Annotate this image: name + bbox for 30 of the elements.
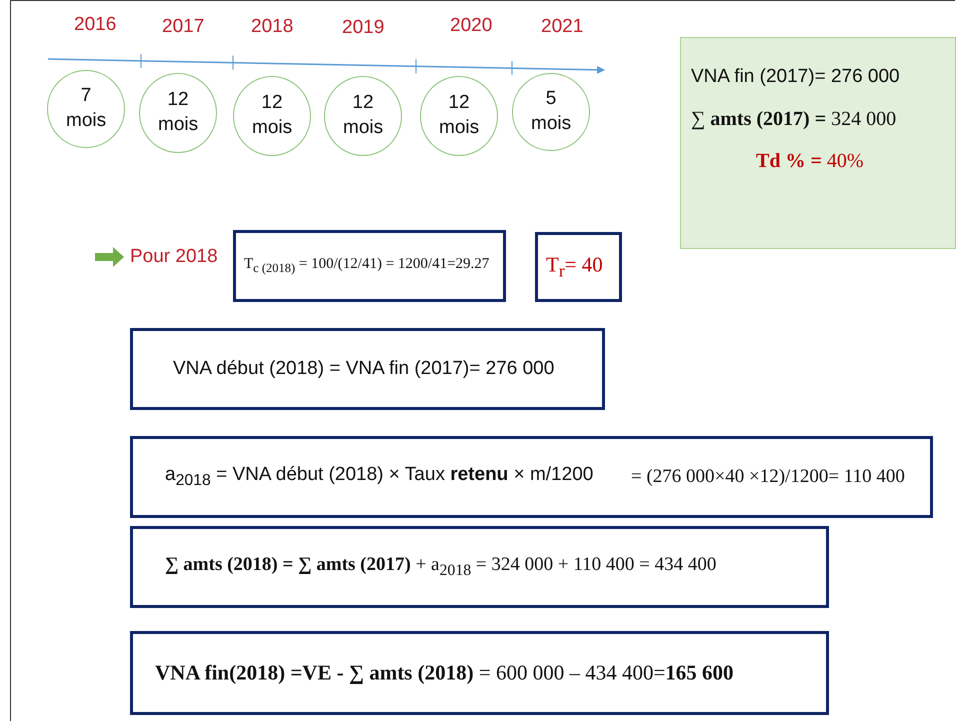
- formula-box: [130, 631, 829, 715]
- month-circle: 12 mois: [233, 76, 311, 156]
- year-label: 2019: [342, 17, 384, 39]
- info-panel: [680, 37, 956, 249]
- formula-text: T$_{r}$= 40: [546, 252, 603, 282]
- formula-box: [130, 436, 933, 518]
- formula-text: = (276 000×40 ×12)/1200= 110 400: [631, 466, 905, 488]
- month-circle: 12 mois: [420, 76, 498, 156]
- formula-text: VNA début (2018) = VNA fin (2017)= 276 000: [173, 358, 554, 380]
- month-circle: 5 mois: [512, 73, 590, 151]
- month-circle: 7 mois: [47, 70, 125, 148]
- formula-text: a$_{2018}$ = VNA début (2018) × Taux retenu × m/1200: [165, 464, 594, 490]
- year-label: 2021: [541, 16, 584, 38]
- formula-text: ∑ amts (2018) = ∑ amts (2017) + a$_{2018}$ = 324 000 + 110 400 = 434 400: [165, 554, 716, 580]
- formula-text: VNA fin(2018) =VE - ∑ amts (2018) = 600 000 – 434 400=165 600: [155, 660, 734, 686]
- month-circle: 12 mois: [139, 73, 217, 153]
- year-label: 2018: [251, 16, 294, 38]
- section-heading: Pour 2018: [130, 246, 218, 268]
- formula-box: [130, 526, 829, 608]
- year-label: 2016: [74, 14, 116, 36]
- formula-text: ∑ amts (2017) = 324 000: [691, 108, 896, 131]
- year-label: 2017: [162, 16, 204, 38]
- formula-text: T$_{c (2018)}$ = 100/(12/41) = 1200/41=29.27: [244, 256, 490, 276]
- formula-text: VNA fin (2017)= 276 000: [691, 66, 900, 88]
- formula-box: [535, 232, 622, 302]
- formula-box: [130, 328, 605, 410]
- formula-text: Td % = 40%: [756, 150, 864, 173]
- year-label: 2020: [450, 15, 492, 37]
- month-circle: 12 mois: [324, 76, 402, 156]
- formula-box: [233, 230, 506, 302]
